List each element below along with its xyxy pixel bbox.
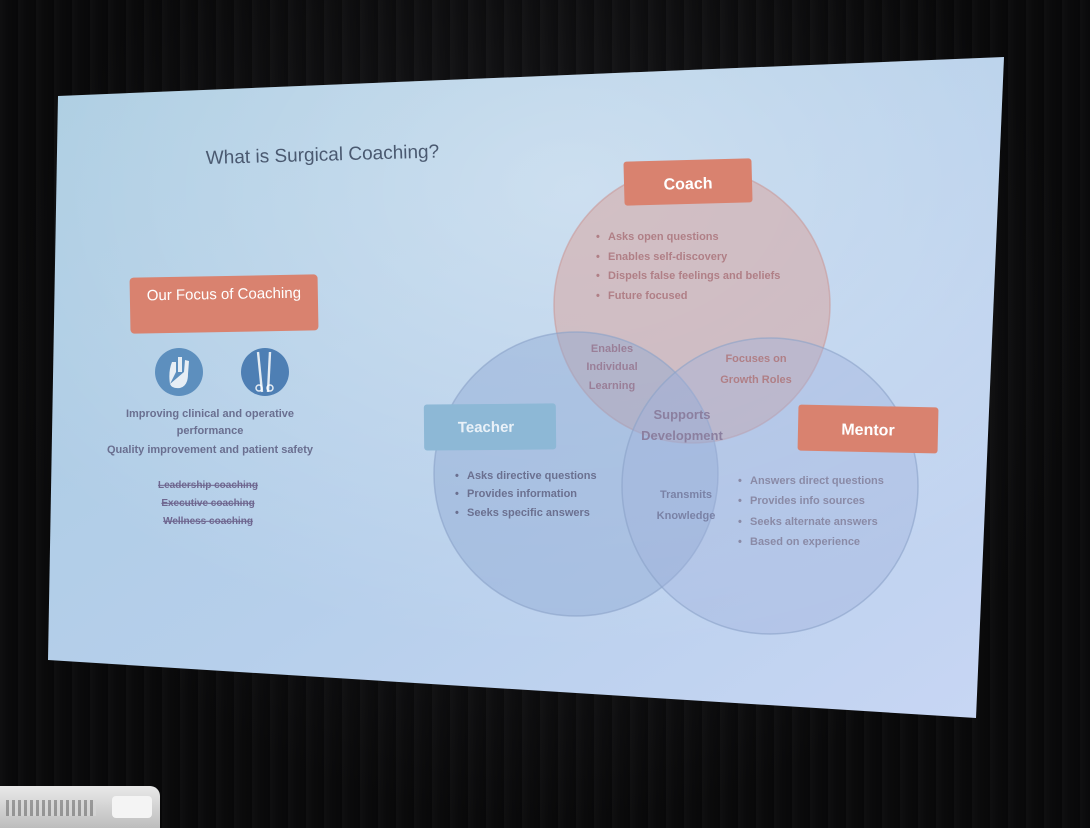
teacher-bullets: • Asks directive questions • Provides in… <box>455 470 597 519</box>
overlap-text: Individual <box>586 361 637 373</box>
teacher-label-box: Teacher <box>424 403 556 450</box>
mentor-label-box: Mentor <box>798 405 939 454</box>
mentor-bullet: Provides info sources <box>750 495 865 507</box>
focus-label-box: Our Focus of Coaching <box>130 274 319 333</box>
focus-line: performance <box>177 425 244 437</box>
overlap-text: Development <box>641 428 723 443</box>
teacher-bullet-dot: • <box>455 507 459 519</box>
coach-bullet-dot: • <box>596 290 600 302</box>
coach-label-box: Coach <box>623 158 752 205</box>
mentor-bullet: Based on experience <box>750 536 860 548</box>
coach-bullet: Asks open questions <box>608 231 719 243</box>
struck-coaching-types: Leadership coaching Executive coaching W… <box>158 480 258 527</box>
mentor-bullet-dot: • <box>738 536 742 548</box>
overlap-text: Growth Roles <box>720 374 792 386</box>
coach-bullet: Dispels false feelings and beliefs <box>608 270 780 282</box>
struck-line: Wellness coaching <box>163 516 253 527</box>
coach-bullet-dot: • <box>596 251 600 263</box>
surgical-instruments-icon <box>241 348 289 396</box>
coach-bullet-dot: • <box>596 270 600 282</box>
focus-line: Quality improvement and patient safety <box>107 444 314 456</box>
coach-bullet-dot: • <box>596 231 600 243</box>
device-light <box>112 796 152 818</box>
teacher-label-text: Teacher <box>458 419 515 436</box>
teacher-bullet: Seeks specific answers <box>467 507 590 519</box>
overlap-text: Focuses on <box>725 353 786 365</box>
teacher-bullet: Provides information <box>467 488 577 500</box>
device-vent <box>6 800 96 816</box>
teacher-bullet-dot: • <box>455 488 459 500</box>
teacher-bullet: Asks directive questions <box>467 470 597 482</box>
mentor-bullet-dot: • <box>738 516 742 528</box>
mentor-bullet: Answers direct questions <box>750 475 884 487</box>
teacher-bullet-dot: • <box>455 470 459 482</box>
coach-bullet: Future focused <box>608 290 687 302</box>
overlap-coach-teacher: Enables Individual Learning <box>586 343 637 392</box>
coach-bullet: Enables self-discovery <box>608 251 728 263</box>
mentor-bullet-dot: • <box>738 475 742 487</box>
coach-label-text: Coach <box>663 175 712 193</box>
struck-line: Executive coaching <box>161 498 254 509</box>
mentor-bullet: Seeks alternate answers <box>750 516 878 528</box>
mentor-label-text: Mentor <box>841 421 895 439</box>
projector-device <box>0 786 160 828</box>
struck-line: Leadership coaching <box>158 480 258 491</box>
focus-label-text: Our Focus of Coaching <box>147 285 302 305</box>
surgical-glove-icon <box>155 348 203 396</box>
overlap-text: Transmits <box>660 489 712 501</box>
overlap-text: Supports <box>653 407 710 422</box>
overlap-text: Learning <box>589 380 635 392</box>
mentor-bullet-dot: • <box>738 495 742 507</box>
focus-line: Improving clinical and operative <box>126 408 294 420</box>
overlap-text: Enables <box>591 343 633 355</box>
overlap-text: Knowledge <box>657 510 716 522</box>
